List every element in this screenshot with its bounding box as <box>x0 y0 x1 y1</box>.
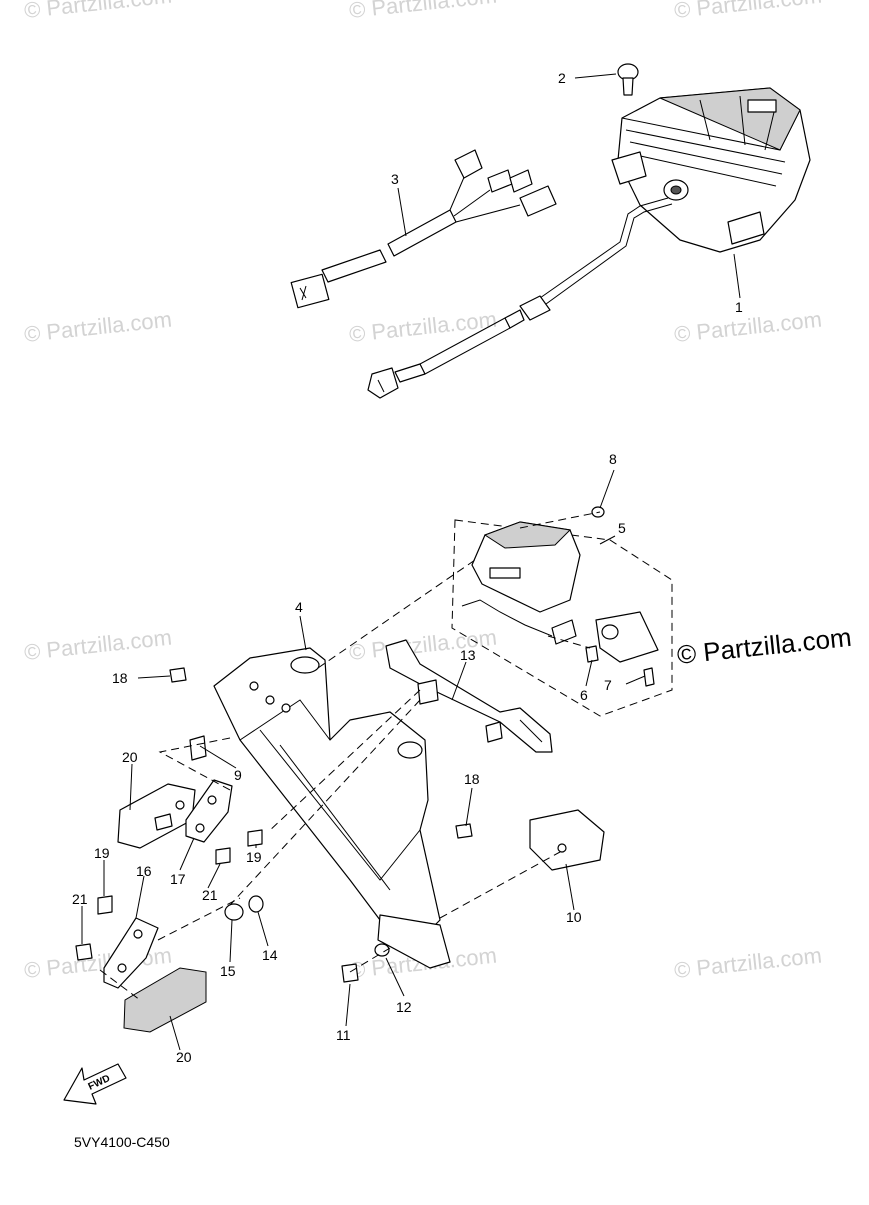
reflector-right <box>529 809 605 871</box>
callout-7: 7 <box>604 677 612 693</box>
callout-21-left: 21 <box>72 891 88 907</box>
watermark: © Partzilla.com <box>23 307 173 347</box>
fasteners <box>75 667 473 983</box>
watermark: © Partzilla.com <box>23 0 173 23</box>
callout-21-right: 21 <box>202 887 218 903</box>
callout-labels: 1 2 3 4 5 6 7 8 9 10 11 12 13 14 15 16 1… <box>72 70 743 1065</box>
callout-20-upper: 20 <box>122 749 138 765</box>
watermark: © Partzilla.com <box>348 0 498 23</box>
bracket-part-17 <box>185 779 233 843</box>
tail-light-assembly <box>367 87 811 399</box>
callout-20-lower: 20 <box>176 1049 192 1065</box>
callout-14: 14 <box>262 947 278 963</box>
diagram-code: 5VY4100-C450 <box>74 1134 170 1150</box>
reflector-upper-left <box>117 783 196 849</box>
bracket-part-16 <box>103 917 159 989</box>
callout-5: 5 <box>618 520 626 536</box>
callout-6: 6 <box>580 687 588 703</box>
callout-1: 1 <box>735 299 743 315</box>
watermark: © Partzilla.com <box>23 625 173 665</box>
wire-harness <box>290 149 557 309</box>
callout-8: 8 <box>609 451 617 467</box>
callout-2: 2 <box>558 70 566 86</box>
callout-10: 10 <box>566 909 582 925</box>
watermark: © Partzilla.com <box>673 307 823 347</box>
bolt-part-2 <box>617 63 639 96</box>
callout-9: 9 <box>234 767 242 783</box>
callout-13: 13 <box>460 647 476 663</box>
callout-19-left: 19 <box>94 845 110 861</box>
brand-text: © Partzilla.com <box>675 622 852 670</box>
callout-19-right: 19 <box>246 849 262 865</box>
callout-3: 3 <box>391 171 399 187</box>
reflector-lower-left <box>123 967 207 1033</box>
callout-12: 12 <box>396 999 412 1015</box>
watermark: © Partzilla.com <box>23 943 173 983</box>
license-plate-stay <box>385 639 553 753</box>
fwd-arrow-icon: FWD <box>63 1063 127 1105</box>
license-light-group <box>451 506 673 717</box>
callout-11: 11 <box>336 1027 351 1043</box>
watermark: © Partzilla.com <box>673 0 823 23</box>
callout-4: 4 <box>295 599 303 615</box>
fender-bracket <box>213 647 451 969</box>
callout-18-left: 18 <box>112 670 128 686</box>
callout-17: 17 <box>170 871 186 887</box>
watermark: © Partzilla.com <box>673 943 823 983</box>
assembly-lines <box>99 511 601 1001</box>
callout-15: 15 <box>220 963 236 979</box>
callout-18-right: 18 <box>464 771 480 787</box>
leader-lines <box>81 73 741 1051</box>
watermark: © Partzilla.com <box>348 307 498 347</box>
callout-16: 16 <box>136 863 152 879</box>
